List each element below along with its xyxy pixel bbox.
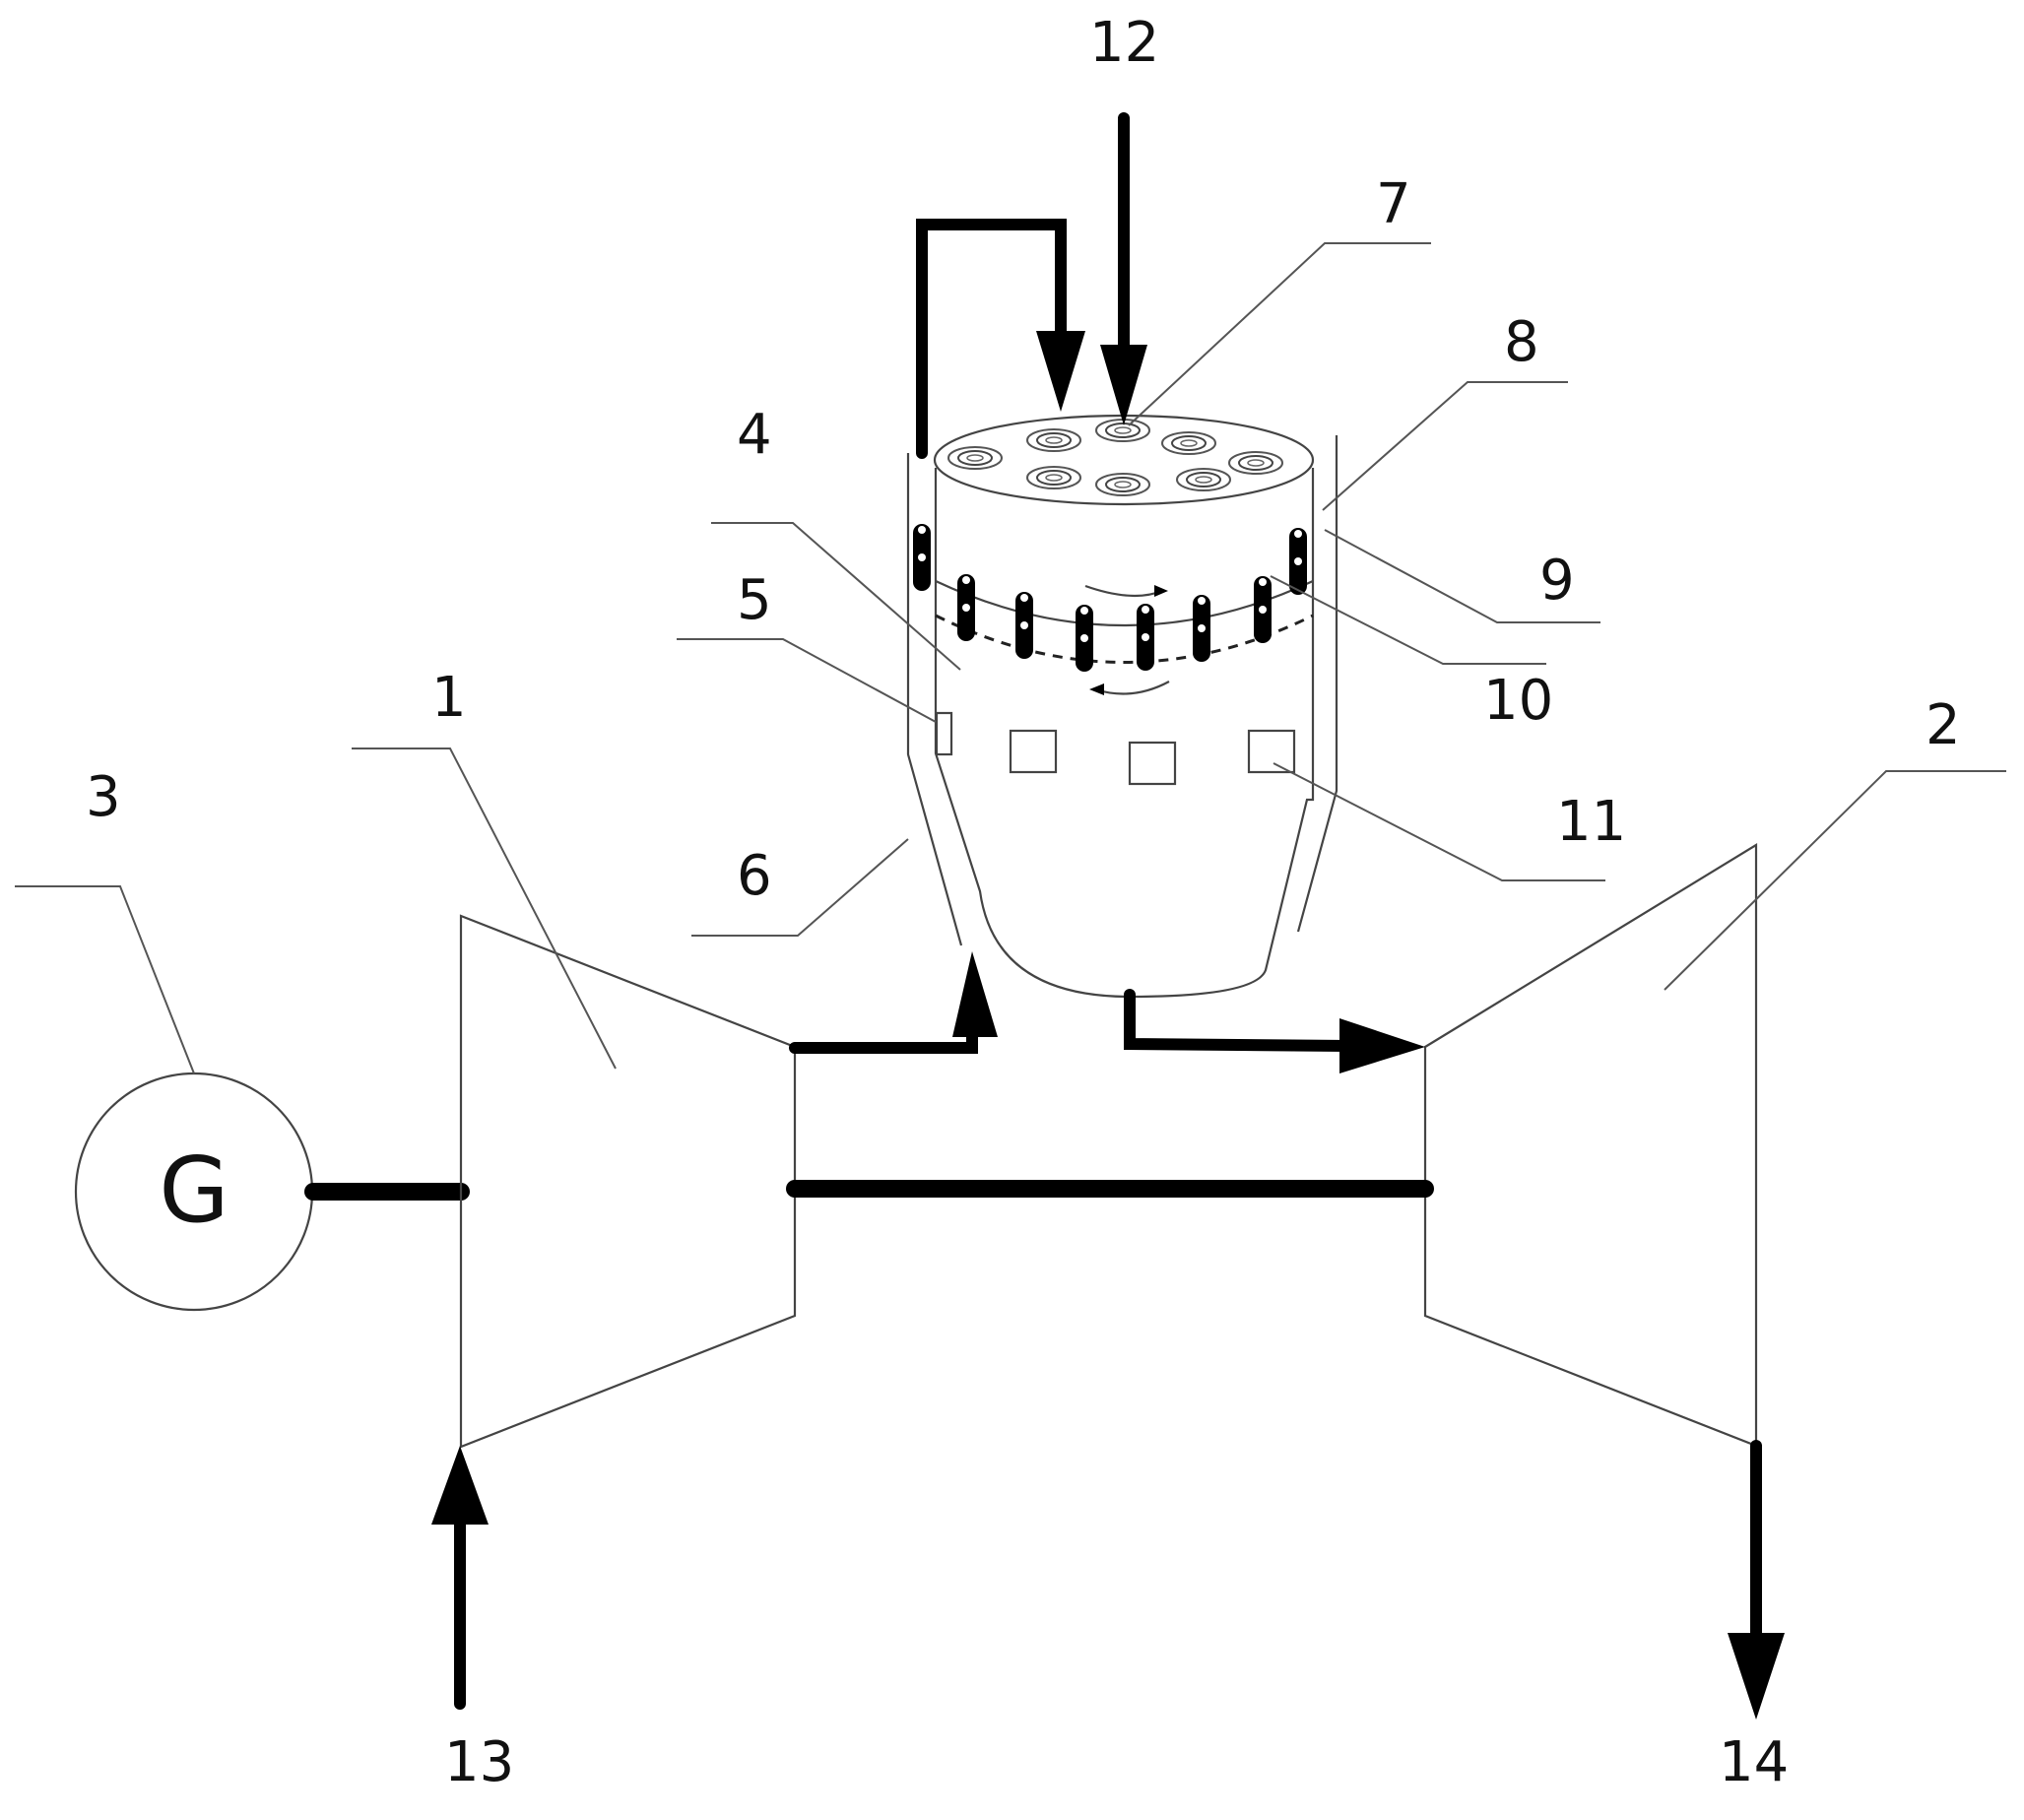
- exhaust-arrowhead: [1728, 1633, 1785, 1720]
- injector: [1076, 605, 1093, 672]
- air-inlet-arrowhead: [431, 1446, 489, 1525]
- injector-hole: [962, 604, 970, 612]
- leader-8: [1322, 381, 1568, 511]
- fuel-nozzle: [1095, 419, 1150, 442]
- injector: [1254, 576, 1272, 643]
- swirl-arrow-top-head: [1154, 585, 1168, 597]
- dilution-hole: [1247, 729, 1296, 774]
- label-12: 12: [1089, 11, 1159, 75]
- label-13: 13: [444, 1730, 514, 1794]
- label-8: 8: [1504, 310, 1539, 374]
- leader-5: [677, 638, 937, 723]
- injector-hole: [1198, 624, 1206, 632]
- hot-gas-line: [1124, 989, 1355, 1052]
- label-10: 10: [1483, 669, 1553, 733]
- label-3: 3: [86, 765, 121, 829]
- leader-6: [691, 838, 909, 937]
- fuel-nozzle: [1026, 466, 1081, 489]
- injector-hole: [1142, 633, 1149, 641]
- label-6: 6: [737, 844, 772, 908]
- outer-casing-right: [1296, 435, 1338, 933]
- compressor: [459, 914, 797, 1449]
- fuel-nozzle: [1095, 473, 1150, 496]
- compressed-air-line: [789, 1018, 978, 1054]
- injector-hole: [1259, 606, 1267, 614]
- injector-hole: [1080, 634, 1088, 642]
- fuel-inlet-arrowhead: [1100, 345, 1147, 425]
- fuel-nozzle: [1161, 431, 1216, 455]
- dilution-hole: [935, 711, 953, 756]
- leader-1: [352, 748, 617, 1070]
- compressed-air-arrowhead: [952, 951, 998, 1037]
- injector-hole: [918, 553, 926, 561]
- fuel-nozzle: [1026, 428, 1081, 452]
- injector: [1137, 604, 1154, 671]
- fuel-nozzle: [947, 446, 1003, 470]
- swirl-arrow-bottom-head: [1089, 683, 1104, 695]
- label-7: 7: [1376, 172, 1411, 236]
- injector-hole: [1294, 557, 1302, 565]
- injector-ring-path: [935, 614, 1314, 664]
- injector: [1193, 595, 1210, 662]
- generator-symbol: G: [159, 1138, 229, 1243]
- injector: [913, 524, 931, 591]
- recirculation-arrowhead: [1036, 331, 1085, 412]
- label-14: 14: [1719, 1730, 1789, 1794]
- injector: [957, 574, 975, 641]
- combustor: [906, 414, 1338, 999]
- fuel-nozzle: [1176, 468, 1231, 491]
- leader-9: [1324, 529, 1600, 623]
- label-2: 2: [1926, 693, 1961, 757]
- dilution-hole: [1009, 729, 1058, 774]
- flame-tube-body: [934, 468, 1315, 999]
- leader-10: [1270, 575, 1546, 665]
- hot-gas-arrowhead: [1339, 1018, 1425, 1073]
- turbine: [1423, 843, 1758, 1448]
- label-9: 9: [1539, 549, 1575, 613]
- recirculation-pipe: [916, 219, 1067, 459]
- label-11: 11: [1556, 790, 1626, 854]
- swirl-arrow-top: [1084, 584, 1163, 598]
- dilution-hole: [1128, 741, 1177, 786]
- outer-casing-left: [906, 453, 963, 946]
- swirl-arrow-bottom: [1094, 681, 1170, 695]
- label-1: 1: [431, 666, 467, 730]
- leader-7: [1128, 242, 1431, 426]
- injector: [1289, 528, 1307, 595]
- leader-4: [711, 522, 961, 671]
- leader-2: [1664, 770, 2006, 991]
- injector-hole: [1020, 621, 1028, 629]
- fuel-nozzle: [1228, 451, 1283, 475]
- injector: [1015, 592, 1033, 659]
- label-4: 4: [737, 403, 772, 467]
- leader-3: [15, 885, 195, 1074]
- injector-group: [913, 524, 1307, 672]
- nozzle-group: [947, 419, 1283, 496]
- label-5: 5: [737, 568, 772, 632]
- leader-11: [1273, 762, 1605, 881]
